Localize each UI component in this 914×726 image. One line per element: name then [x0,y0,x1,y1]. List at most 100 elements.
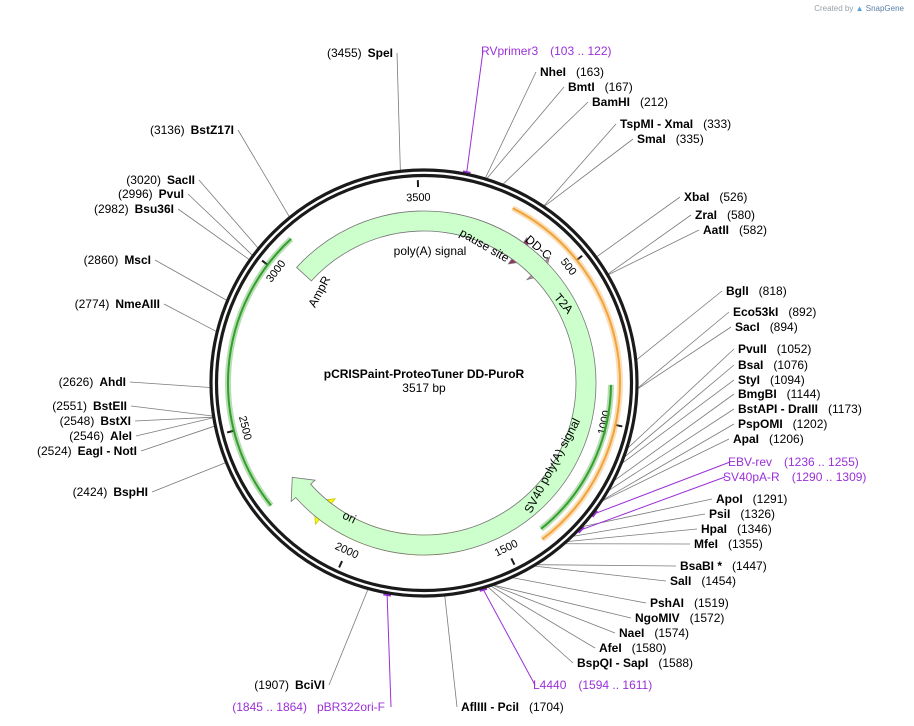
enzyme-leader-line [602,438,730,502]
enzyme-site-tspmi-xmai[interactable]: TspMI - XmaI(333) [620,117,731,131]
enzyme-site-eco53ki[interactable]: Eco53kI(892) [733,305,816,319]
enzyme-position: (1580) [632,641,667,655]
enzyme-leader-line [624,364,735,457]
enzyme-site-ngomiv[interactable]: NgoMIV(1572) [635,611,724,625]
enzyme-position: (2524) [37,444,72,458]
enzyme-site-pspomi[interactable]: PspOMI(1202) [738,417,827,431]
enzyme-leader-line [607,214,692,275]
enzyme-site-bmgbi[interactable]: BmgBI(1144) [738,387,820,401]
enzyme-name: BstZ17I [191,123,234,137]
enzyme-site-bspqi-sapi[interactable]: BspQI - SapI(1588) [577,656,693,670]
enzyme-name: NgoMIV [635,611,680,625]
orf-arc [540,384,612,530]
enzyme-position: (1173) [828,402,862,416]
primer-pbr322ori-f[interactable]: pBR322ori-F(1845 .. 1864) [232,700,385,714]
enzyme-site-naei[interactable]: NaeI(1574) [619,626,689,640]
enzyme-name: BamHI [592,95,630,109]
enzyme-site-nmeaiii[interactable]: NmeAIII(2774) [75,297,160,311]
enzyme-position: (2424) [73,485,108,499]
enzyme-position: (1144) [787,387,821,401]
enzyme-site-bamhi[interactable]: BamHI (212) [592,95,668,109]
enzyme-name: Eco53kI [733,305,778,319]
enzyme-position: (2546) [69,429,104,443]
enzyme-position: (582) [739,223,767,237]
enzyme-leader-line [396,52,401,171]
enzyme-site-msci[interactable]: MscI(2860) [84,253,151,267]
enzyme-name: NheI [540,65,566,79]
enzyme-site-sacii[interactable]: SacII (3020) [126,173,195,187]
tick-mark [261,259,269,266]
enzyme-site-xbai[interactable]: XbaI(526) [684,190,747,204]
enzyme-site-bcivi[interactable]: BciVI(1907) [254,678,325,692]
enzyme-position: (1574) [654,626,689,640]
enzyme-site-aatii[interactable]: AatII(582) [703,223,767,237]
enzyme-position: (3020) [126,173,161,187]
enzyme-site-bsabi[interactable]: BsaBI *(1447) [680,559,767,573]
primer-ebv-rev[interactable]: EBV-rev(1236 .. 1255) [728,455,859,469]
enzyme-site-smai[interactable]: SmaI(335) [637,132,704,146]
enzyme-position: (2774) [75,297,110,311]
enzyme-site-afliii-pcii[interactable]: AflIII - PciI(1704) [461,700,564,714]
primer-binding-mark [462,170,471,175]
enzyme-name: SalI [670,574,691,588]
tick-label: 3500 [406,192,431,205]
enzyme-position: (894) [770,320,798,334]
enzyme-site-bsai[interactable]: BsaI(1076) [738,358,808,372]
enzyme-site-spei[interactable]: SpeI(3455) [327,46,393,60]
enzyme-site-bsu36i[interactable]: Bsu36I(2982) [94,202,174,216]
primer-name: RVprimer3 [481,44,538,58]
enzyme-site-ahdi[interactable]: AhdI(2626) [59,375,126,389]
enzyme-leader-line [637,311,730,389]
enzyme-site-bstz17i[interactable]: BstZ17I(3136) [150,123,234,137]
enzyme-site-bstapi-draiii[interactable]: BstAPI - DraIII(1173) [738,402,862,416]
feature-ampr[interactable] [290,210,597,556]
enzyme-position: (167) [605,80,633,94]
primer-sv40pa-r[interactable]: SV40pA-R(1290 .. 1309) [723,470,866,484]
enzyme-name: PvuII [738,342,767,356]
enzyme-site-nhei[interactable]: NheI(163) [540,65,604,79]
enzyme-name: PshAI [650,596,684,610]
enzyme-position: (212) [640,95,668,109]
orf-arc [512,207,621,541]
enzyme-site-eagi-noti[interactable]: EagI - NotI(2524) [37,444,137,458]
primer-name: EBV-rev [728,455,772,469]
enzyme-position: (1326) [740,507,775,521]
primer-leader-line [594,461,731,515]
primer-l4440[interactable]: L4440(1594 .. 1611) [533,678,652,692]
enzyme-site-bgli[interactable]: BglI(818) [726,284,787,298]
enzyme-site-sali[interactable]: SalI (1454) [670,574,736,588]
enzyme-site-alei[interactable]: AleI (2546) [69,429,132,443]
enzyme-leader-line [544,138,634,207]
primer-rvprimer3[interactable]: RVprimer3(103 .. 122) [481,44,612,58]
enzyme-site-psii[interactable]: PsiI (1326) [709,507,775,521]
enzyme-name: AleI [110,429,132,443]
enzyme-name: SmaI [637,132,666,146]
enzyme-site-bstxi[interactable]: BstXI(2548) [60,414,131,428]
enzyme-leader-line [534,565,667,582]
enzyme-site-mfei[interactable]: MfeI(1355) [694,537,763,551]
enzyme-site-hpai[interactable]: HpaI(1346) [701,522,772,536]
enzyme-name: SacII [167,173,195,187]
enzyme-site-bsphi[interactable]: BspHI(2424) [73,485,148,499]
enzyme-site-bsteii[interactable]: BstEII(2551) [52,399,127,413]
enzyme-name: BmtI [568,80,595,94]
enzyme-site-zrai[interactable]: ZraI(580) [695,208,755,222]
enzyme-site-pshai[interactable]: PshAI(1519) [650,596,729,610]
enzyme-site-saci[interactable]: SacI(894) [735,320,798,334]
enzyme-site-pvui[interactable]: PvuI(2996) [118,187,184,201]
orf-arc [227,238,292,507]
enzyme-position: (1094) [770,373,805,387]
enzyme-site-bmti[interactable]: BmtI (167) [568,80,633,94]
enzyme-site-pvuii[interactable]: PvuII(1052) [738,342,811,356]
enzyme-site-apoi[interactable]: ApoI(1291) [716,492,787,506]
enzyme-name: Bsu36I [135,202,174,216]
feature-label-poly-a-signal: poly(A) signal [394,244,467,258]
enzyme-site-afei[interactable]: AfeI(1580) [599,641,666,655]
enzyme-position: (1206) [769,432,804,446]
credit-brand: SnapGene [865,4,904,13]
enzyme-site-styi[interactable]: StyI(1094) [738,373,805,387]
enzyme-name: PsiI [709,507,730,521]
enzyme-site-apai[interactable]: ApaI(1206) [733,432,804,446]
primer-binding-mark [577,526,585,534]
enzyme-position: (1454) [701,574,736,588]
